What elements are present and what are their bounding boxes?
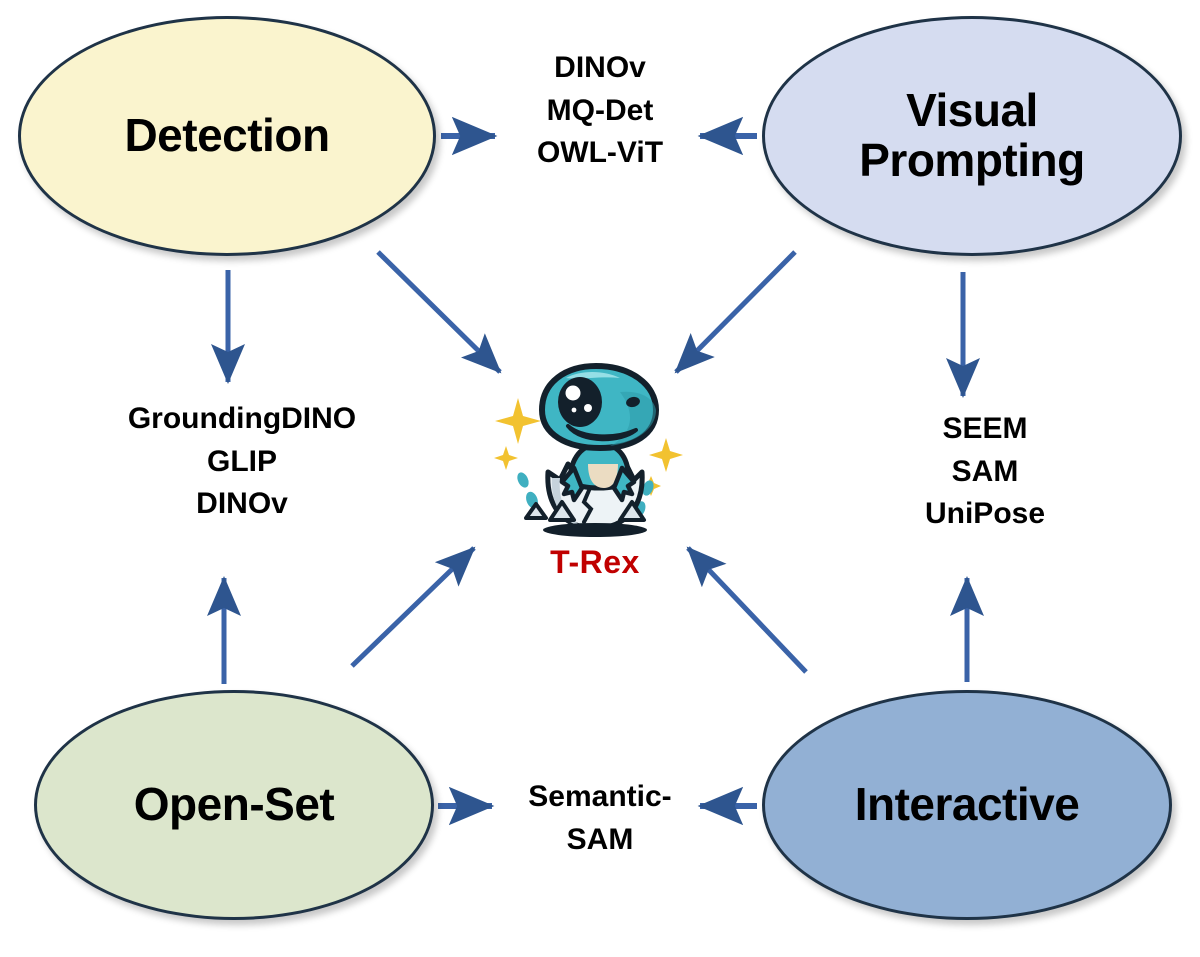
list-item: Semantic- xyxy=(528,780,672,813)
center-label: T-Rex xyxy=(550,544,640,580)
dino-eye xyxy=(558,377,602,427)
model-list-top: DINOv MQ-Det OWL-ViT xyxy=(470,47,730,175)
node-detection-label: Detection xyxy=(124,109,330,162)
node-visual-prompting-label-line1: Visual xyxy=(906,84,1038,137)
node-visual-prompting-label-line2: Prompting xyxy=(859,134,1085,186)
list-item: MQ-Det xyxy=(546,93,654,127)
arrow-open-set-to-center xyxy=(350,546,476,668)
dino-belly xyxy=(588,464,618,488)
list-item: DINOv xyxy=(196,487,288,521)
dino-arms xyxy=(559,465,637,503)
model-list-left: GroundingDINO GLIP DINOv xyxy=(72,398,412,526)
node-detection[interactable]: Detection xyxy=(18,16,436,256)
model-list-bottom: Semantic- SAM xyxy=(480,776,720,861)
node-visual-prompting[interactable]: Visual Prompting xyxy=(762,16,1182,256)
model-list-right: SEEM SAM UniPose xyxy=(850,408,1120,536)
node-visual-prompting-label: Visual Prompting xyxy=(853,86,1090,185)
center-node[interactable]: T-Rex xyxy=(470,352,720,582)
node-open-set[interactable]: Open-Set xyxy=(34,690,434,920)
node-interactive-label: Interactive xyxy=(854,778,1080,831)
node-interactive[interactable]: Interactive xyxy=(762,690,1172,920)
list-item: GLIP xyxy=(206,444,277,478)
list-item: SEEM xyxy=(942,412,1028,445)
mascot-shadow xyxy=(543,523,647,537)
node-open-set-label: Open-Set xyxy=(133,778,335,831)
list-item: SAM xyxy=(566,822,634,856)
trex-hatchling-icon xyxy=(494,363,683,537)
dino-muzzle xyxy=(566,424,638,442)
pebble-icons xyxy=(524,500,646,522)
list-item: OWL-ViT xyxy=(536,136,664,170)
list-item: DINOv xyxy=(554,51,646,84)
list-item: UniPose xyxy=(924,497,1046,531)
list-item: GroundingDINO xyxy=(127,402,357,435)
list-item: SAM xyxy=(951,454,1019,488)
dino-nostril xyxy=(626,396,640,408)
